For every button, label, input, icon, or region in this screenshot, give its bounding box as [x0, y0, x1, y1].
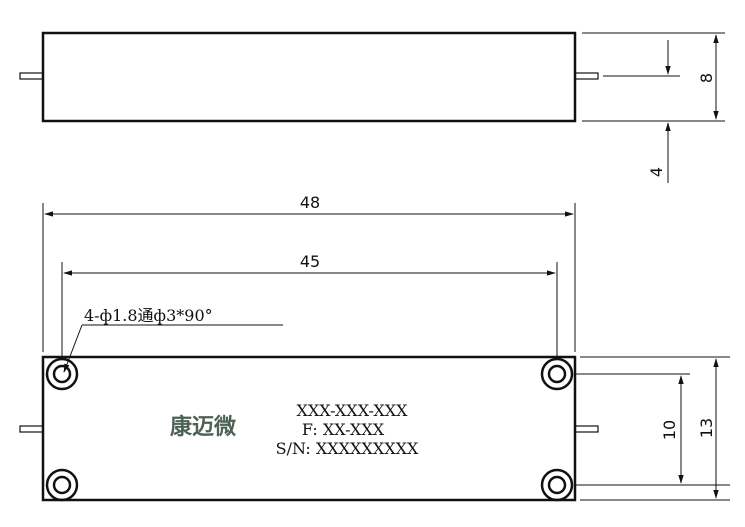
top-view-body: [41, 31, 577, 123]
hole-vert-dim-label: 10: [660, 420, 679, 440]
top-left-pin: [19, 72, 44, 80]
mounting-hole-bottom-right: [540, 468, 574, 502]
pin-dim-label: 4: [647, 167, 666, 177]
mounting-hole-bottom-left: [45, 468, 79, 502]
bottom-right-pin: [574, 425, 599, 433]
serial-number-label: S/N: XXXXXXXXX: [276, 439, 419, 458]
length-dim-label: 48: [300, 193, 320, 212]
bottom-left-pin: [19, 425, 44, 433]
top-right-pin: [574, 72, 599, 80]
mounting-hole-top-right: [540, 357, 574, 391]
mounting-hole-top-left: [45, 357, 79, 391]
hole-note-leader: [63, 324, 83, 373]
height-dim-label: 8: [697, 73, 716, 83]
part-number-label: XXX-XXX-XXX: [296, 401, 408, 420]
width-dim-label: 13: [697, 418, 716, 438]
top-view: 8 4: [19, 31, 725, 183]
bottom-view: 48 45 4-ф1.8通ф3*90° 10 13 康迈微 XXX-XXX-XX…: [19, 193, 730, 502]
hole-spacing-dim-label: 45: [300, 252, 320, 271]
brand-logo-text: 康迈微: [170, 414, 236, 440]
hole-note-label: 4-ф1.8通ф3*90°: [84, 306, 213, 325]
frequency-label: F: XX-XXX: [302, 420, 385, 439]
